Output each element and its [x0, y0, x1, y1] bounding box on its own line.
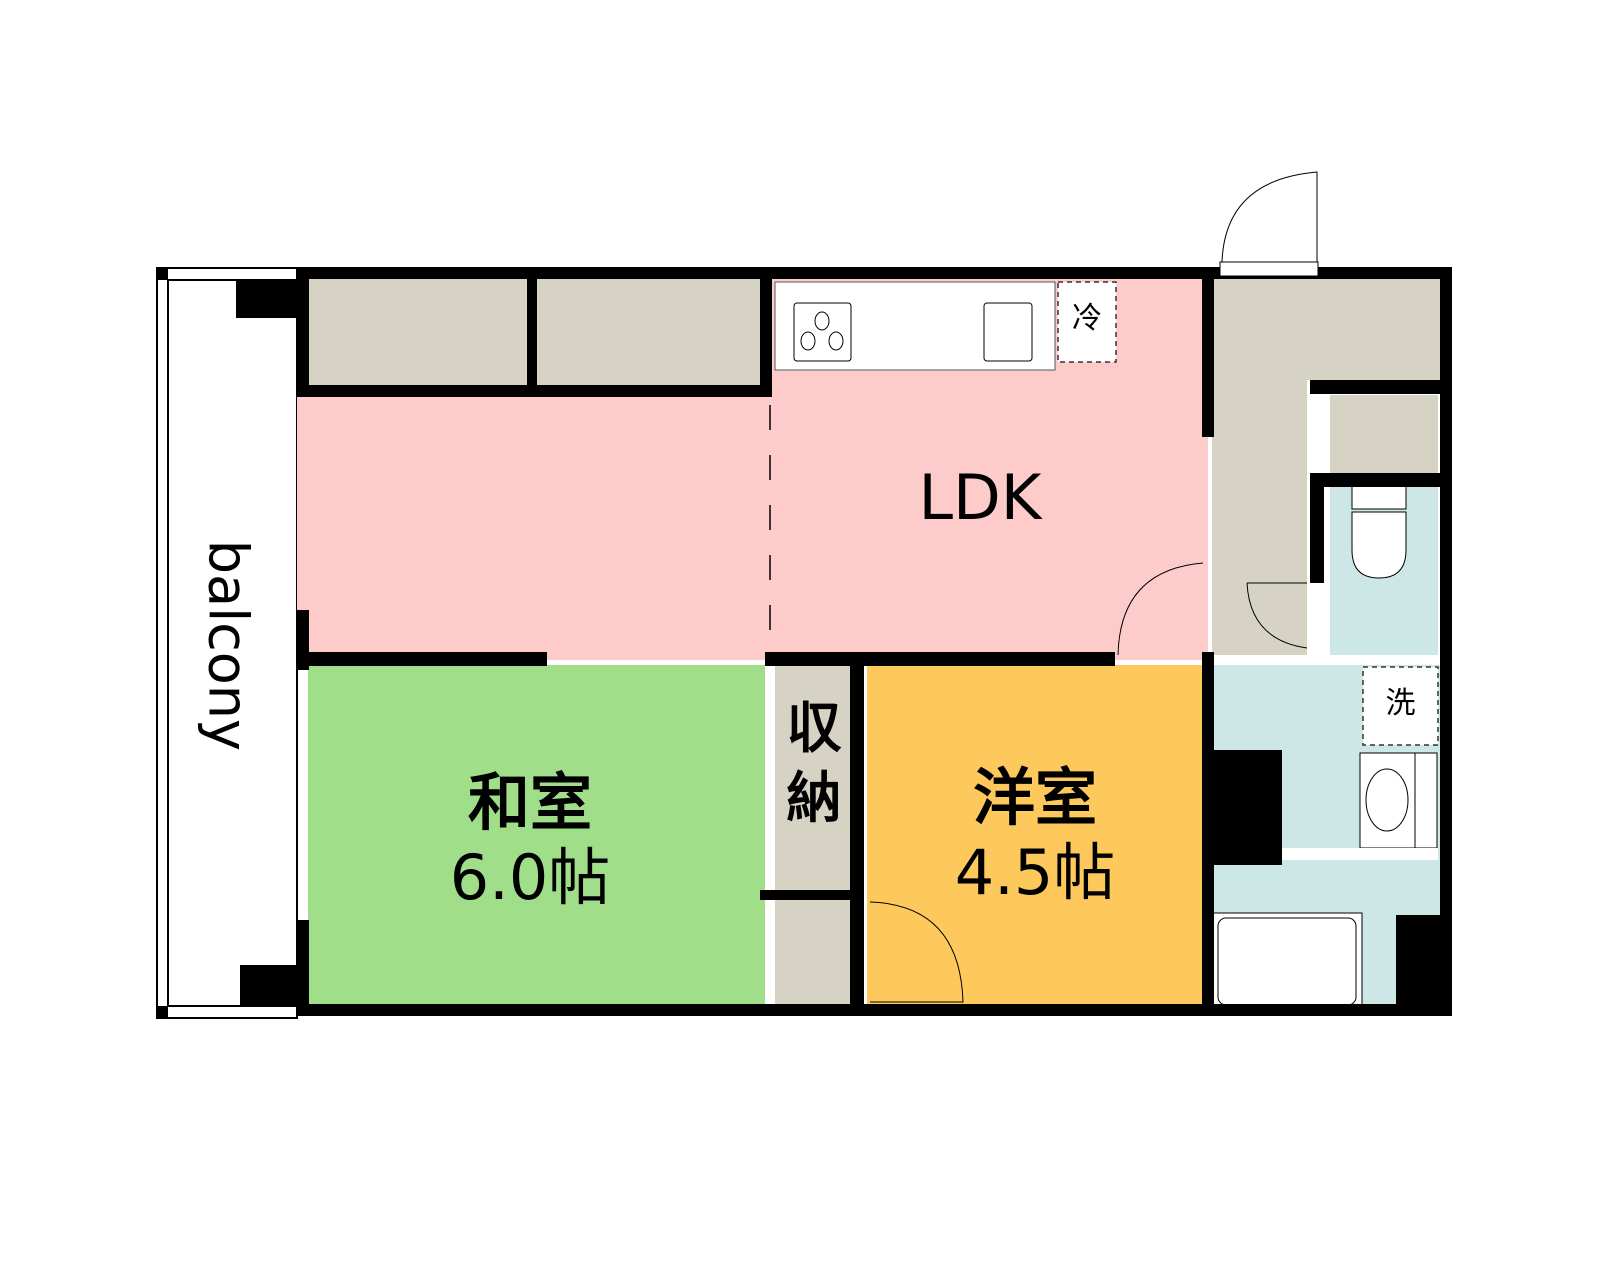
washitsu-room	[308, 665, 765, 1005]
washitsu-label: 和室	[467, 766, 592, 839]
balcony	[156, 267, 298, 1019]
washing-machine-space	[1362, 666, 1439, 746]
ldk-label: LDK	[918, 461, 1042, 534]
youshitsu-size: 4.5帖	[954, 836, 1116, 909]
youshitsu-label: 洋室	[972, 761, 1097, 834]
washitsu-size: 6.0帖	[449, 841, 611, 914]
washing-machine-label: 洗	[1385, 686, 1416, 721]
balcony-label: balcony	[196, 539, 260, 751]
storage-room	[775, 665, 853, 890]
youshitsu-room	[867, 665, 1207, 1005]
entrance-hall	[1212, 270, 1442, 380]
toilet-icon	[1351, 483, 1407, 579]
refrigerator-space	[1057, 281, 1117, 363]
washbasin-icon	[1359, 752, 1438, 849]
storage-label-2: 納	[786, 766, 842, 830]
kitchen-counter	[774, 281, 1056, 371]
small-closet	[1330, 395, 1438, 475]
hallway	[1212, 380, 1307, 655]
walls	[297, 267, 1452, 1016]
storage-label-1: 収	[786, 696, 842, 760]
storage-room-2	[775, 900, 853, 1005]
bathtub-icon	[1211, 912, 1363, 1011]
refrigerator-label: 冷	[1072, 301, 1102, 336]
